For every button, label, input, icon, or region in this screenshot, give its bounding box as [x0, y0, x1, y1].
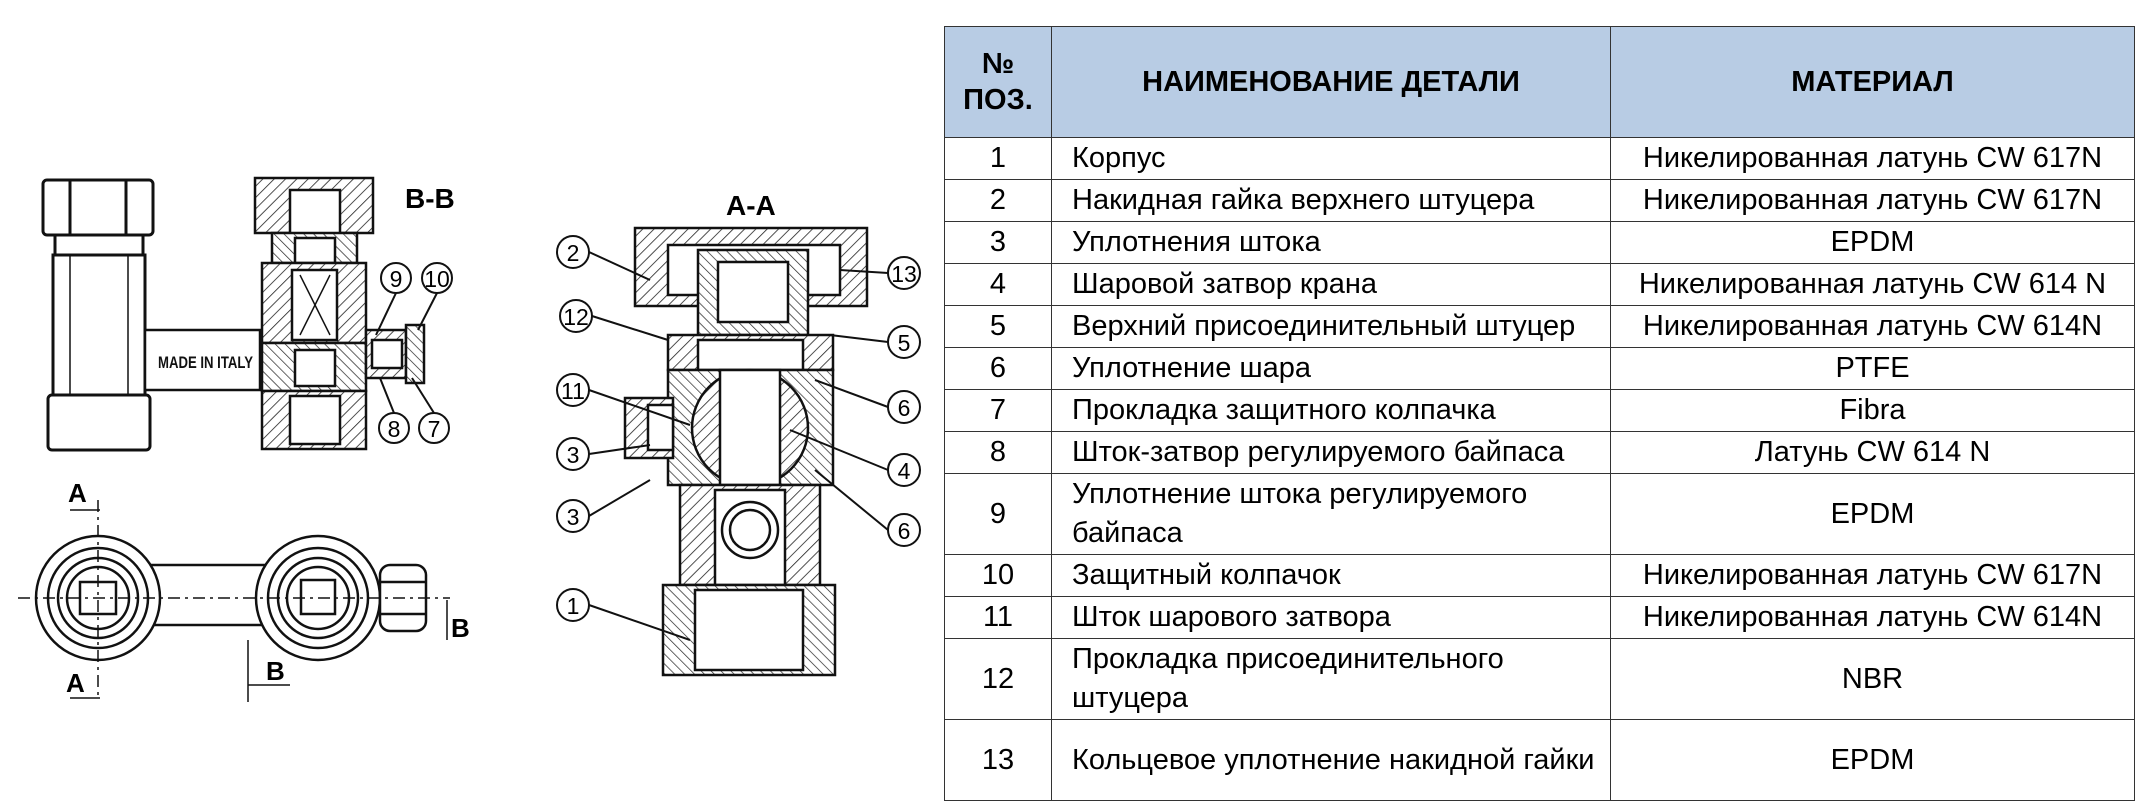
row-name: Верхний присоединительный штуцер [1051, 305, 1611, 348]
header-pos-line1: № [981, 48, 1015, 80]
row-num: 1 [944, 137, 1052, 180]
row-name: Уплотнение шара [1051, 347, 1611, 390]
mark-a-bottom: A [66, 668, 85, 698]
mark-a-top: A [68, 478, 87, 508]
row-num: 11 [944, 596, 1052, 639]
row-name: Корпус [1051, 137, 1611, 180]
row-material: Fibra [1610, 389, 2135, 432]
row-name: Прокладка защитного колпачка [1051, 389, 1611, 432]
callout-6b: 6 [898, 518, 911, 544]
callout-3b: 3 [567, 504, 580, 530]
callout-9: 9 [390, 266, 403, 292]
callout-4: 4 [898, 458, 911, 484]
table-header-row: № ПОЗ. НАИМЕНОВАНИЕ ДЕТАЛИ МАТЕРИАЛ [944, 26, 2135, 138]
callouts-right [556, 235, 921, 641]
row-name: Шток-затвор регулируемого байпаса [1051, 431, 1611, 474]
row-material: Никелированная латунь CW 617N [1610, 137, 2135, 180]
callout-8: 8 [388, 416, 401, 442]
row-num: 12 [944, 638, 1052, 720]
callout-3a: 3 [567, 442, 580, 468]
mark-b-right: B [451, 613, 470, 643]
section-lines [18, 500, 450, 702]
callout-2: 2 [567, 240, 580, 266]
row-num: 8 [944, 431, 1052, 474]
row-num: 4 [944, 263, 1052, 306]
row-num: 3 [944, 221, 1052, 264]
section-b-b-label: B-B [405, 183, 455, 214]
callout-1: 1 [567, 593, 580, 619]
callout-11: 11 [561, 378, 585, 404]
row-material: PTFE [1610, 347, 2135, 390]
row-material: NBR [1610, 638, 2135, 720]
row-material: Никелированная латунь CW 617N [1610, 554, 2135, 597]
callout-7: 7 [428, 416, 441, 442]
row-name: Накидная гайка верхнего штуцера [1051, 179, 1611, 222]
mark-b-bottom: B [266, 656, 285, 686]
row-material: EPDM [1610, 221, 2135, 264]
row-material: Никелированная латунь CW 614 N [1610, 263, 2135, 306]
row-num: 10 [944, 554, 1052, 597]
row-material: EPDM [1610, 473, 2135, 555]
row-num: 13 [944, 719, 1052, 801]
side-view: MADE IN ITALY [41, 178, 262, 452]
header-pos: № ПОЗ. [944, 26, 1052, 138]
row-name: Шаровой затвор крана [1051, 263, 1611, 306]
row-num: 7 [944, 389, 1052, 432]
callout-12: 12 [563, 304, 589, 330]
row-name: Прокладка присоединительного штуцера [1051, 638, 1611, 720]
row-name: Шток шарового затвора [1051, 596, 1611, 639]
callout-10: 10 [424, 266, 450, 292]
made-in-label: MADE IN ITALY [158, 353, 254, 372]
row-material: Никелированная латунь CW 614N [1610, 596, 2135, 639]
section-a-a [623, 226, 869, 677]
row-name: Уплотнение штока регулируемого байпаса [1051, 473, 1611, 555]
row-material: Никелированная латунь CW 617N [1610, 179, 2135, 222]
row-name: Кольцевое уплотнение накидной гайки [1051, 719, 1611, 801]
section-b-b [253, 176, 426, 451]
row-num: 5 [944, 305, 1052, 348]
row-material: Никелированная латунь CW 614N [1610, 305, 2135, 348]
valve-technical-drawing: MADE IN ITALY B-B 9 10 8 7 [18, 176, 921, 702]
callout-5: 5 [898, 330, 911, 356]
row-num: 2 [944, 179, 1052, 222]
row-name: Защитный колпачок [1051, 554, 1611, 597]
row-name: Уплотнения штока [1051, 221, 1611, 264]
callouts-left [375, 262, 453, 444]
callout-6a: 6 [898, 395, 911, 421]
row-num: 6 [944, 347, 1052, 390]
callout-13: 13 [891, 261, 917, 287]
row-material: EPDM [1610, 719, 2135, 801]
header-name: НАИМЕНОВАНИЕ ДЕТАЛИ [1051, 26, 1611, 138]
section-a-a-label: A-A [726, 190, 776, 221]
header-material: МАТЕРИАЛ [1610, 26, 2135, 138]
row-material: Латунь CW 614 N [1610, 431, 2135, 474]
row-num: 9 [944, 473, 1052, 555]
header-pos-line2: ПОЗ. [963, 84, 1033, 116]
